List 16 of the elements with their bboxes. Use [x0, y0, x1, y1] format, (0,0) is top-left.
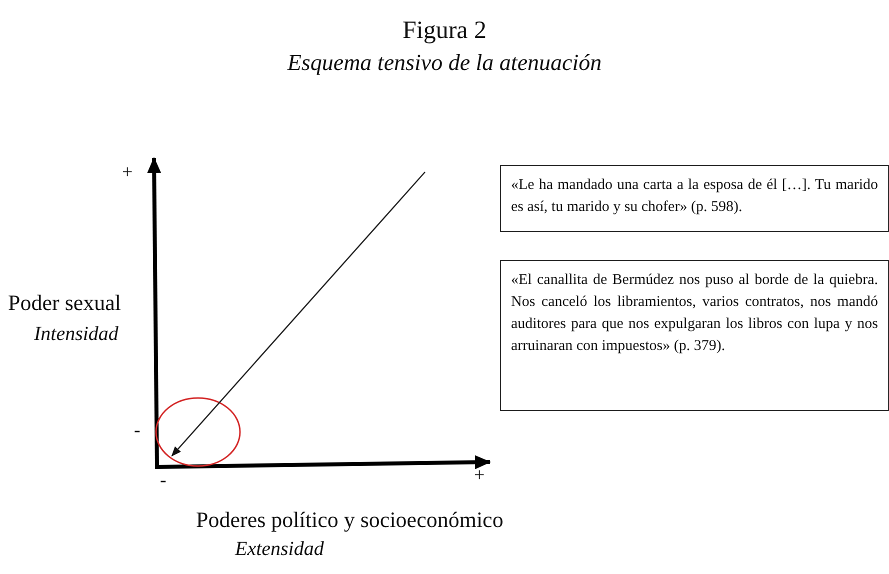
axis-sign: +: [122, 162, 133, 184]
quote-box: [500, 165, 889, 232]
figure-subtitle: Esquema tensivo de la atenuación: [286, 50, 603, 76]
quote-text: «El canallita de Bermúdez nos puso al borde de la quiebra. Nos canceló los libramientos, varios contratos, nos mandó auditores para que nos expulgaran los libros con lupa y nos arruinaran con impuestos» (p. 379).: [511, 271, 878, 356]
arrow: [171, 172, 426, 457]
axis-label: Poder sexual: [8, 290, 122, 316]
highlight-circle: [155, 397, 241, 467]
axis-sign: -: [160, 470, 166, 492]
figure-title: Figura 2: [401, 17, 488, 45]
quote-box: [500, 260, 889, 411]
axis-label: Intensidad: [34, 323, 118, 346]
quote-text: «Le ha mandado una carta a la esposa de él […]. Tu marido es así, tu marido y su chofer» (p. 598).: [511, 176, 878, 217]
axis-sign: +: [474, 465, 485, 487]
axis-label: Poderes político y socioeconómico: [196, 507, 504, 533]
axis-label: Extensidad: [235, 538, 324, 561]
axis-sign: -: [134, 420, 140, 442]
